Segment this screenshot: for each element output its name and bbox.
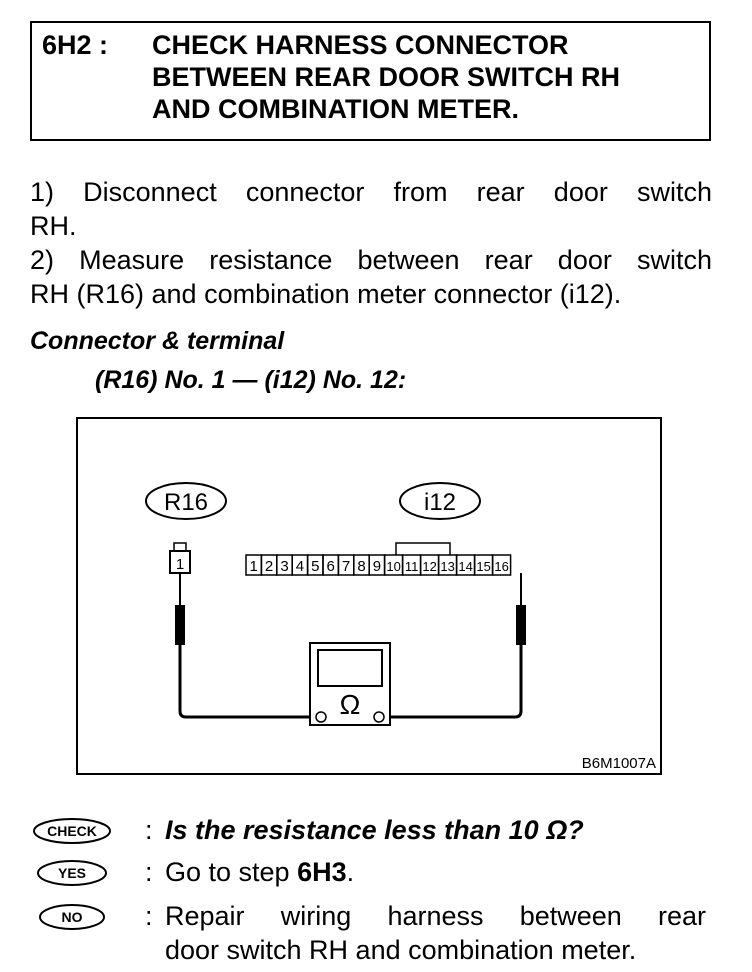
yes-row: YES : Go to step 6H3. <box>22 855 722 895</box>
terminal-number: 4 <box>296 558 304 575</box>
yes-suffix: . <box>346 857 355 887</box>
separator-colon: : <box>145 901 153 931</box>
no-badge-label: NO <box>62 909 83 925</box>
connector-r16-terminal: 1 <box>176 556 184 573</box>
connector-label-ellipse <box>145 482 227 520</box>
terminal-number: 3 <box>280 558 288 575</box>
connector-label-r16: R16 <box>164 489 208 516</box>
no-action-line: door switch RH and combination meter. <box>165 935 637 965</box>
connector-latch <box>395 542 451 555</box>
terminal-number: 1 <box>250 558 258 575</box>
wire-right <box>385 645 523 719</box>
terminal-number: 8 <box>357 558 365 575</box>
terminal-number: 12 <box>422 559 436 574</box>
connector-label-i12: i12 <box>424 489 456 516</box>
instruction-line: RH (R16) and combination meter connector… <box>30 279 622 309</box>
instruction-step-1: 1) Disconnect connector from rear door s… <box>30 175 712 243</box>
ohmmeter <box>309 642 391 726</box>
terminal-number: 7 <box>342 558 350 575</box>
terminal-cell <box>491 554 512 576</box>
yes-badge-label: YES <box>58 865 86 881</box>
terminal-number: 13 <box>440 559 454 574</box>
figure-code: B6M1007A <box>582 755 656 772</box>
terminal-number: 9 <box>373 558 381 575</box>
yes-action: Go to step 6H3. <box>165 855 706 889</box>
instruction-line: RH. <box>30 211 77 241</box>
step-header-box: 6H2 : CHECK HARNESS CONNECTOR BETWEEN RE… <box>30 21 711 141</box>
check-row: CHECK : Is the resistance less than 10 Ω… <box>22 813 722 853</box>
step-title-line: BETWEEN REAR DOOR SWITCH RH <box>152 62 620 92</box>
no-badge: NO <box>39 904 105 930</box>
separator-colon: : <box>145 815 153 845</box>
step-code: 6H2 : <box>42 30 109 60</box>
terminal-number: 6 <box>327 558 335 575</box>
check-badge-label: CHECK <box>47 823 97 839</box>
step-title-line: AND COMBINATION METER. <box>152 94 519 124</box>
connector-label-ellipse <box>399 482 481 520</box>
terminal-number: 14 <box>458 559 472 574</box>
no-action-line: Repair wiring harness between rear <box>165 901 706 931</box>
terminal-number: 2 <box>265 558 273 575</box>
instruction-step-2: 2) Measure resistance between rear door … <box>30 243 712 311</box>
yes-badge: YES <box>37 860 107 886</box>
step-title: CHECK HARNESS CONNECTOR BETWEEN REAR DOO… <box>152 29 700 125</box>
step-title-line: CHECK HARNESS CONNECTOR <box>152 30 569 60</box>
connector-heading: Connector & terminal <box>30 327 285 355</box>
no-row: NO : Repair wiring harness between rear … <box>22 899 722 965</box>
ohmmeter-display <box>317 649 383 687</box>
terminal-number: 5 <box>311 558 319 575</box>
instruction-line: 1) Disconnect connector from rear door s… <box>30 177 712 207</box>
ohmmeter-terminal <box>315 711 327 723</box>
terminal-number: 16 <box>494 559 508 574</box>
yes-prefix: Go to step <box>165 857 298 887</box>
wire-left <box>178 645 316 719</box>
terminal-number: 10 <box>386 559 400 574</box>
connector-terminal-spec: (R16) No. 1 — (i12) No. 12: <box>95 366 407 394</box>
terminal-number: 15 <box>476 559 490 574</box>
probe-left <box>175 605 185 645</box>
ohm-symbol: Ω <box>340 689 361 720</box>
ohmmeter-terminal <box>373 711 385 723</box>
terminal-number: 11 <box>405 559 419 574</box>
probe-right <box>516 605 526 645</box>
separator-colon: : <box>145 857 153 887</box>
next-step-link[interactable]: 6H3 <box>297 857 347 887</box>
instruction-line: 2) Measure resistance between rear door … <box>30 245 712 275</box>
no-action: Repair wiring harness between rear door … <box>165 899 706 967</box>
connector-latch <box>173 542 187 552</box>
check-question: Is the resistance less than 10 Ω? <box>165 815 584 845</box>
check-badge: CHECK <box>33 818 111 844</box>
